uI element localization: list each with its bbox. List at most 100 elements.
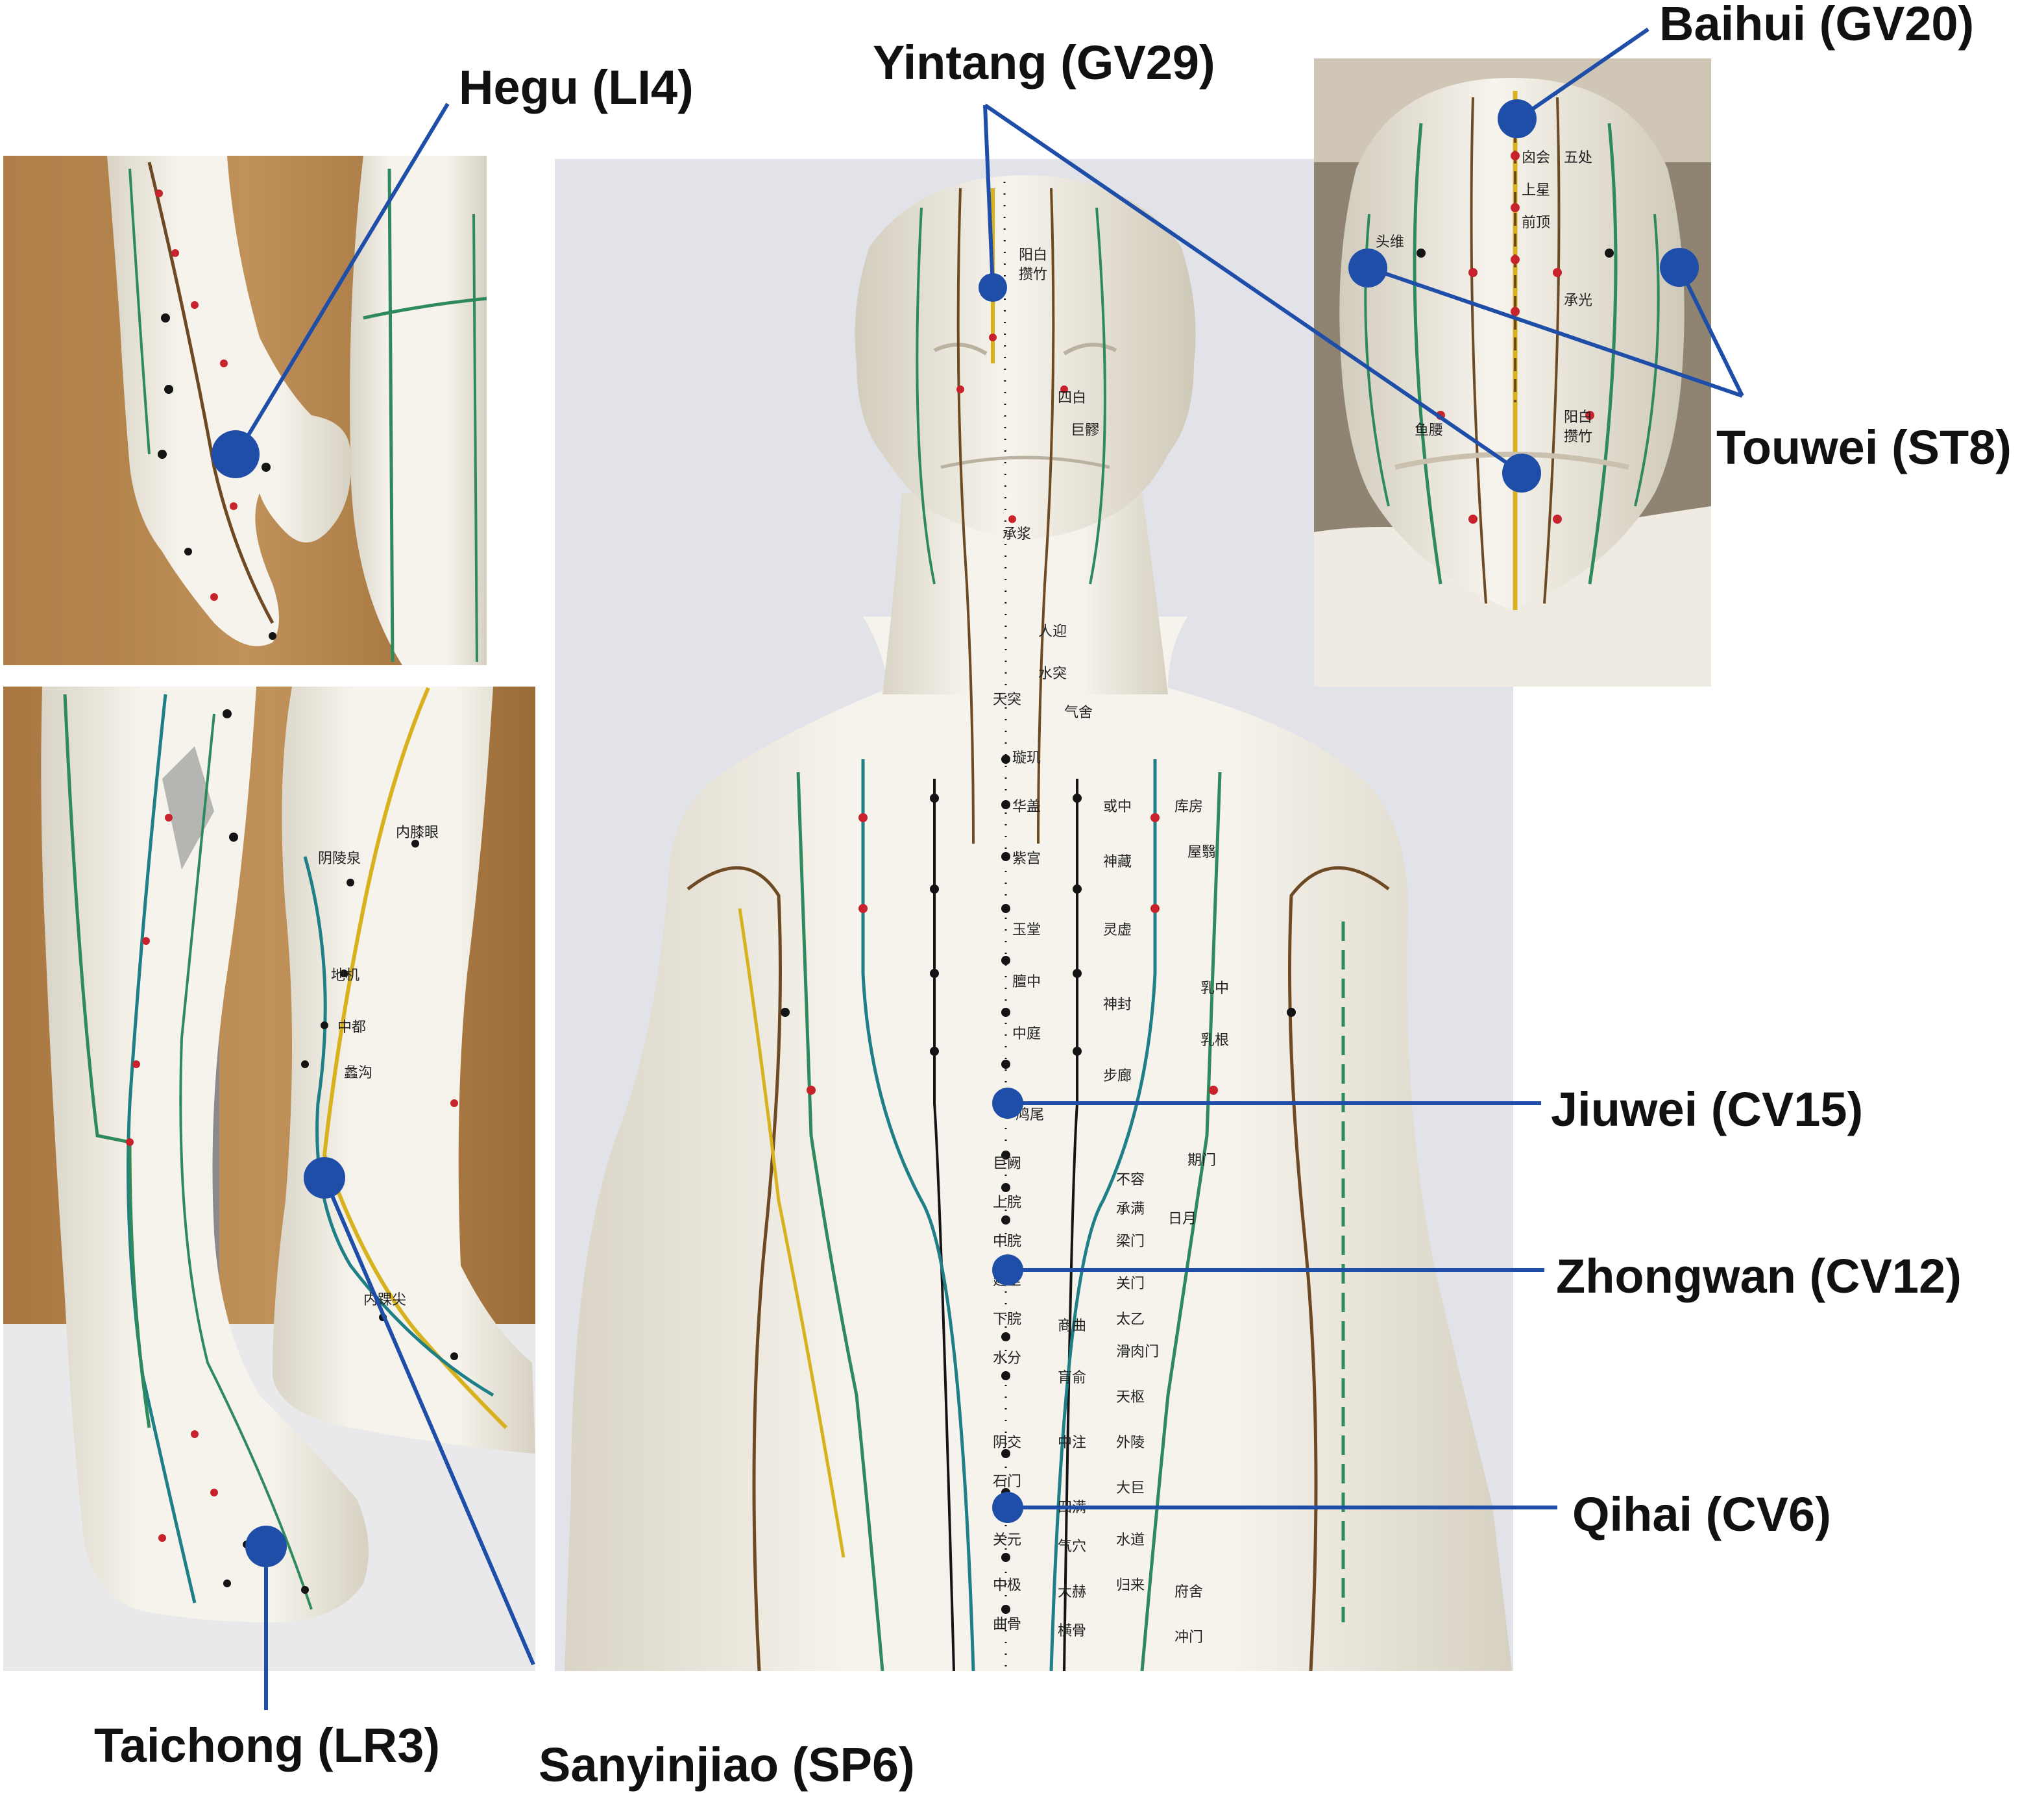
model-text-abdomen-19: 大巨 bbox=[1116, 1480, 1145, 1496]
model-text-abdomen-24: 府舍 bbox=[1174, 1584, 1203, 1600]
label-zhongwan: Zhongwan (CV12) bbox=[1556, 1249, 1962, 1303]
svg-text:蠡沟: 蠡沟 bbox=[344, 1065, 372, 1081]
crown-text-3: 五处 bbox=[1564, 150, 1592, 166]
model-text-chest-10: 神封 bbox=[1103, 997, 1132, 1013]
model-text-abdomen-23: 日月 bbox=[1168, 1211, 1197, 1227]
model-text-chest-3: 玉堂 bbox=[1012, 922, 1041, 938]
model-text-chest-1: 华盖 bbox=[1012, 799, 1041, 815]
marker-yintang-crown bbox=[1502, 454, 1541, 493]
crown-text-1: 囟会 bbox=[1522, 150, 1550, 166]
model-text-neck-3: 气舍 bbox=[1064, 705, 1093, 721]
model-text-abdomen-26: 气穴 bbox=[1058, 1539, 1086, 1555]
leader-yintang-torso bbox=[983, 104, 995, 288]
model-text-abdomen-13: 梁门 bbox=[1116, 1234, 1145, 1250]
leader-touwei-left bbox=[1369, 266, 1743, 398]
model-text-abdomen-15: 太乙 bbox=[1116, 1311, 1145, 1328]
acupoint-labels: Hegu (LI4) Yintang (GV29) Baihui (GV20) … bbox=[94, 0, 2012, 1792]
model-text-abdomen-25: 冲门 bbox=[1174, 1629, 1203, 1646]
crown-text-8: 攒竹 bbox=[1564, 429, 1592, 445]
label-yintang: Yintang (GV29) bbox=[873, 36, 1215, 90]
svg-text:内踝尖: 内踝尖 bbox=[363, 1292, 406, 1308]
model-text-head-1: 攒竹 bbox=[1019, 267, 1047, 283]
acupoint-markers bbox=[212, 99, 1699, 1567]
svg-text:内膝眼: 内膝眼 bbox=[396, 825, 439, 841]
model-text-chest-14: 乳中 bbox=[1200, 981, 1229, 997]
leader-baihui bbox=[1517, 27, 1649, 121]
model-text-abdomen-10: 曲骨 bbox=[993, 1616, 1021, 1633]
model-text-abdomen-28: 横骨 bbox=[1058, 1623, 1086, 1639]
label-touwei: Touwei (ST8) bbox=[1716, 421, 2012, 474]
model-text-abdomen-4: 下脘 bbox=[993, 1311, 1021, 1328]
crown-text-0: 上星 bbox=[1522, 182, 1550, 199]
model-text-head-4: 承浆 bbox=[1003, 526, 1031, 543]
label-baihui: Baihui (GV20) bbox=[1659, 0, 1974, 51]
model-text-neck-2: 天突 bbox=[993, 692, 1021, 708]
model-text-chest-4: 膻中 bbox=[1012, 974, 1041, 990]
cv-line-dots bbox=[781, 334, 1296, 1614]
model-text-chest-8: 神藏 bbox=[1103, 854, 1132, 870]
leader-yintang-crown bbox=[984, 103, 1523, 475]
svg-text:阴陵泉: 阴陵泉 bbox=[318, 851, 361, 867]
model-text-abdomen-32: 商曲 bbox=[1058, 1318, 1086, 1334]
model-text-chest-15: 乳根 bbox=[1200, 1032, 1229, 1049]
model-text-abdomen-27: 大赫 bbox=[1058, 1584, 1086, 1600]
marker-zhongwan bbox=[992, 1254, 1023, 1286]
marker-jiuwei bbox=[992, 1088, 1023, 1119]
leader-lines bbox=[235, 27, 1744, 1710]
leader-touwei-right bbox=[1677, 266, 1744, 397]
marker-hegu bbox=[212, 430, 260, 478]
model-text-head-0: 阳白 bbox=[1019, 247, 1047, 263]
model-text-abdomen-9: 中极 bbox=[993, 1578, 1021, 1594]
model-text-abdomen-7: 石门 bbox=[993, 1474, 1021, 1490]
model-text-chest-5: 中庭 bbox=[1012, 1026, 1041, 1042]
model-text-head-2: 四白 bbox=[1058, 390, 1086, 406]
label-hegu: Hegu (LI4) bbox=[459, 60, 694, 114]
model-text-abdomen-31: 肓俞 bbox=[1058, 1370, 1086, 1386]
torso-photo-panel: 阳白 攒竹 四白 巨髎 承浆 人迎 水突 天突 气舍 璇玑 华盖 紫宫 玉堂 膻… bbox=[555, 159, 1513, 1671]
model-text-head-3: 巨髎 bbox=[1071, 422, 1099, 439]
model-text-abdomen-0: 巨阙 bbox=[993, 1156, 1021, 1172]
model-text-abdomen-16: 滑肉门 bbox=[1116, 1344, 1159, 1360]
model-text-chest-7: 或中 bbox=[1103, 799, 1132, 815]
leader-hegu bbox=[235, 103, 450, 456]
model-text-abdomen-21: 归来 bbox=[1116, 1578, 1145, 1594]
model-text-abdomen-1: 上脘 bbox=[993, 1195, 1021, 1211]
model-text-chest-2: 紫宫 bbox=[1012, 851, 1041, 867]
crown-text-5: 头维 bbox=[1376, 234, 1404, 250]
model-text-chest-13: 屋翳 bbox=[1187, 844, 1216, 860]
crown-text-6: 鱼腰 bbox=[1415, 422, 1443, 439]
label-taichong: Taichong (LR3) bbox=[94, 1718, 440, 1772]
marker-qihai bbox=[992, 1492, 1023, 1523]
model-text-abdomen-12: 承满 bbox=[1116, 1201, 1145, 1217]
marker-touwei-left bbox=[1348, 249, 1387, 287]
marker-touwei-right bbox=[1660, 248, 1699, 287]
model-text-abdomen-30: 中注 bbox=[1058, 1435, 1086, 1451]
model-text-abdomen-22: 期门 bbox=[1187, 1153, 1216, 1169]
model-text-abdomen-17: 天枢 bbox=[1116, 1389, 1145, 1406]
model-text-abdomen-14: 关门 bbox=[1116, 1276, 1145, 1292]
crown-text-7: 阳白 bbox=[1564, 409, 1592, 426]
model-text-chest-11: 步廊 bbox=[1103, 1068, 1132, 1084]
model-text-abdomen-6: 阴交 bbox=[993, 1435, 1021, 1451]
hand-photo-panel bbox=[3, 156, 487, 665]
model-text-abdomen-5: 水分 bbox=[993, 1350, 1021, 1367]
model-text-chest-0: 璇玑 bbox=[1012, 750, 1041, 766]
leg-photo-panel: 阴陵泉 地机 中都 蠡沟 内膝眼 内踝尖 bbox=[3, 687, 535, 1671]
model-point-names: 阳白 攒竹 四白 巨髎 承浆 人迎 水突 天突 气舍 璇玑 华盖 紫宫 玉堂 膻… bbox=[993, 247, 1229, 1646]
label-qihai: Qihai (CV6) bbox=[1572, 1487, 1831, 1541]
svg-text:地机: 地机 bbox=[331, 968, 359, 984]
model-text-abdomen-8: 关元 bbox=[993, 1532, 1021, 1548]
label-jiuwei: Jiuwei (CV15) bbox=[1551, 1082, 1863, 1136]
marker-sanyinjiao bbox=[304, 1157, 345, 1199]
model-text-abdomen-20: 水道 bbox=[1116, 1532, 1145, 1548]
leader-sanyinjiao bbox=[322, 1177, 535, 1666]
crown-text-4: 承光 bbox=[1564, 293, 1592, 309]
model-text-abdomen-2: 中脘 bbox=[993, 1234, 1021, 1250]
marker-baihui bbox=[1498, 99, 1537, 138]
crown-photo-panel: 上星 囟会 前顶 五处 承光 头维 鱼腰 阳白 攒竹 bbox=[1314, 58, 1711, 687]
model-text-chest-12: 库房 bbox=[1174, 799, 1203, 815]
model-text-neck-0: 人迎 bbox=[1038, 624, 1067, 640]
svg-text:中都: 中都 bbox=[337, 1019, 366, 1036]
crown-text-2: 前顶 bbox=[1522, 215, 1550, 231]
